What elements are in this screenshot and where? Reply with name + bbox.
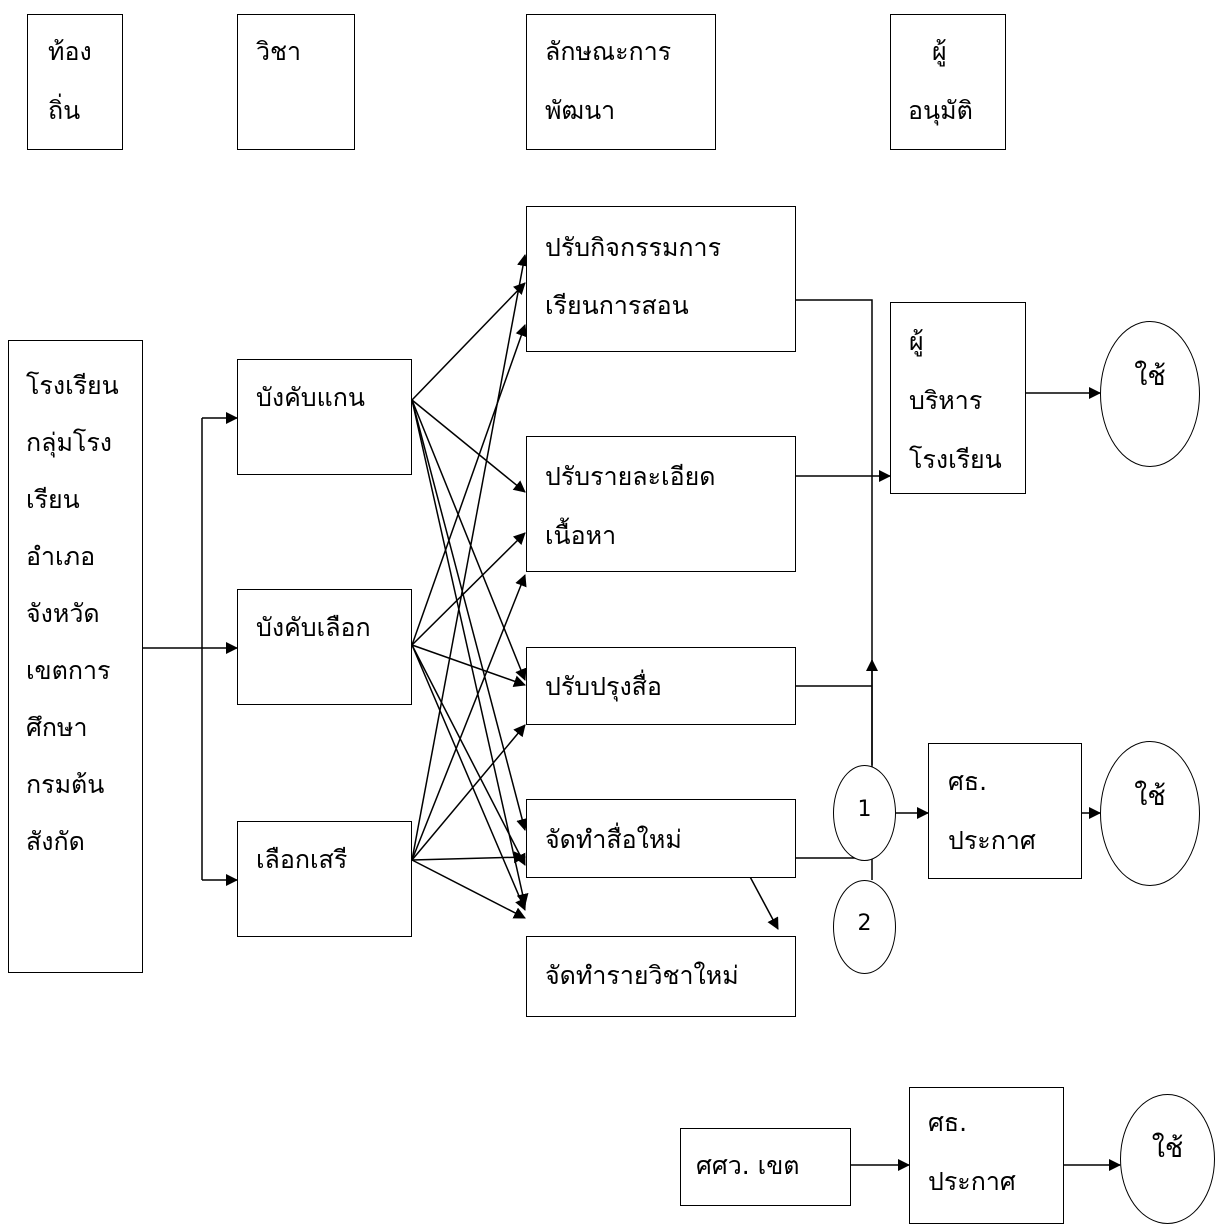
locality-level: เรียน: [26, 485, 80, 514]
use-circle-2: [1100, 741, 1200, 886]
subject-free-elective-label: เลือกเสรี: [256, 845, 348, 874]
header-subject: [237, 14, 355, 150]
locality-level: จังหวัด: [26, 599, 100, 628]
dev-adjust-activities-line1: ปรับกิจกรรมการ: [545, 233, 722, 262]
header-approver-line1: ผู้: [932, 37, 947, 66]
dev-adjust-content-line2: เนื้อหา: [545, 521, 617, 550]
dev-adjust-content-line1: ปรับรายละเอียด: [545, 462, 716, 491]
header-approver-line2: อนุมัติ: [908, 96, 973, 125]
locality-levels-box: [8, 340, 143, 973]
connector-2: [833, 880, 896, 974]
header-subject-line1: วิชา: [256, 37, 302, 66]
use-label-1: ใช้: [1134, 361, 1166, 392]
header-development-line2: พัฒนา: [545, 96, 616, 125]
locality-level: กรมต้น: [26, 770, 105, 799]
connector-2-label: 2: [857, 911, 872, 936]
dev-new-course-box: [526, 936, 796, 1017]
dev-new-media-label: จัดทำสื่อใหม่: [545, 825, 682, 854]
moe-announce-1-line2: ประกาศ: [948, 826, 1036, 855]
locality-level: กลุ่มโรง: [26, 428, 112, 457]
locality-level: สังกัด: [26, 827, 85, 856]
dev-improve-media-box: [526, 647, 796, 725]
locality-level: เขตการ: [26, 656, 111, 685]
header-approver: [890, 14, 1006, 150]
moe-announce-1-line1: ศธ.: [948, 767, 988, 796]
school-admin-box: [890, 302, 1026, 494]
dev-adjust-content-box: [526, 436, 796, 572]
header-development-line1: ลักษณะการ: [545, 37, 672, 66]
locality-level: ศึกษา: [26, 713, 88, 742]
locality-level: โรงเรียน: [26, 371, 119, 400]
dev-improve-media-label: ปรับปรุงสื่อ: [545, 672, 662, 701]
school-admin-line2: บริหาร: [909, 386, 983, 415]
regional-office-box: [680, 1128, 851, 1206]
regional-office-label: ศศว. เขต: [696, 1151, 800, 1180]
subject-required-elective-box: [237, 589, 412, 705]
use-label-2: ใช้: [1134, 781, 1166, 812]
connector-1: [833, 765, 896, 861]
subject-core-box: [237, 359, 412, 475]
dev-new-media-box: [526, 799, 796, 878]
subject-required-elective-label: บังคับเลือก: [256, 613, 371, 642]
moe-announce-2-line1: ศธ.: [928, 1108, 968, 1137]
dev-adjust-activities-line2: เรียนการสอน: [545, 291, 689, 320]
use-label-3: ใช้: [1151, 1133, 1184, 1164]
header-development: [526, 14, 716, 150]
use-circle-3: [1120, 1094, 1215, 1224]
moe-announce-box-2: [909, 1087, 1064, 1224]
header-locality: [27, 14, 123, 150]
use-circle-1: [1100, 321, 1200, 467]
header-locality-line2: ถิ่น: [48, 96, 81, 125]
dev-new-course-label: จัดทำรายวิชาใหม่: [545, 961, 739, 990]
school-admin-line1: ผู้: [909, 327, 924, 356]
moe-announce-box-1: [928, 743, 1082, 879]
subject-core-label: บังคับแกน: [256, 383, 366, 412]
moe-announce-2-line2: ประกาศ: [928, 1167, 1016, 1196]
subject-free-elective-box: [237, 821, 412, 937]
locality-level: อำเภอ: [26, 542, 96, 571]
connector-1-label: 1: [857, 797, 872, 822]
school-admin-line3: โรงเรียน: [909, 445, 1002, 474]
dev-adjust-activities-box: [526, 206, 796, 352]
header-locality-line1: ท้อง: [48, 37, 92, 66]
